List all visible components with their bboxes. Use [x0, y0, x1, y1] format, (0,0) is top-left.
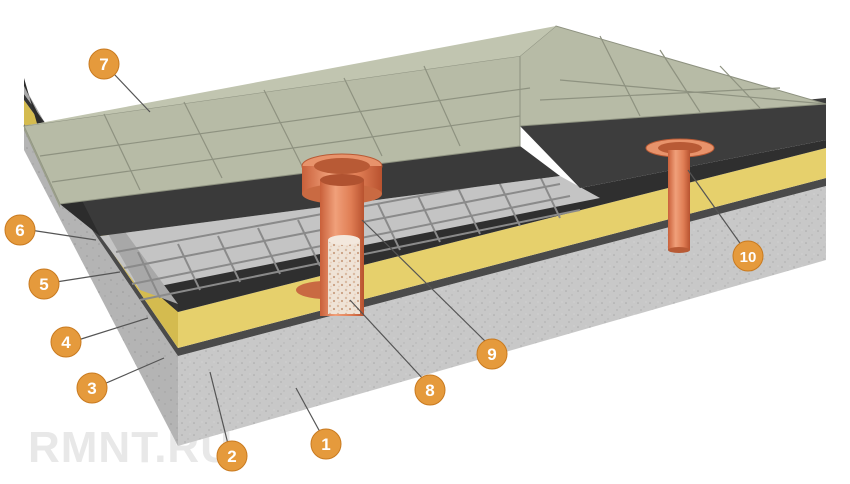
- callout-7-label: 7: [99, 55, 108, 74]
- callout-5-label: 5: [39, 275, 48, 294]
- callout-8-label: 8: [425, 381, 434, 400]
- concrete-slab-side: [178, 186, 826, 446]
- callout-7: 7: [88, 48, 120, 80]
- callout-9-label: 9: [487, 345, 496, 364]
- tile-surface-back: [24, 26, 556, 126]
- callout-2: 2: [216, 440, 248, 472]
- gravel-fill: [328, 240, 360, 314]
- callout-10-label: 10: [740, 249, 757, 266]
- callout-4: 4: [50, 326, 82, 358]
- callout-4-label: 4: [61, 333, 71, 352]
- callout-3-label: 3: [87, 379, 96, 398]
- callout-3: 3: [76, 372, 108, 404]
- callout-6-label: 6: [15, 221, 24, 240]
- upper-membrane-front: [24, 78, 100, 236]
- leader-lines: [29, 73, 743, 445]
- callout-2-label: 2: [227, 447, 236, 466]
- callout-9: 9: [476, 338, 508, 370]
- callout-5: 5: [28, 268, 60, 300]
- roof-drain-funnel: [296, 153, 383, 316]
- callout-1: 1: [310, 428, 342, 460]
- callout-10: 10: [732, 240, 764, 272]
- tile-front-edge: [24, 126, 60, 208]
- tile-joints: [39, 35, 827, 191]
- callout-1-label: 1: [321, 435, 330, 454]
- concrete-slab-left: [24, 130, 178, 446]
- callout-8: 8: [414, 374, 446, 406]
- roof-drain-pipe: [645, 138, 715, 253]
- callout-6: 6: [4, 214, 36, 246]
